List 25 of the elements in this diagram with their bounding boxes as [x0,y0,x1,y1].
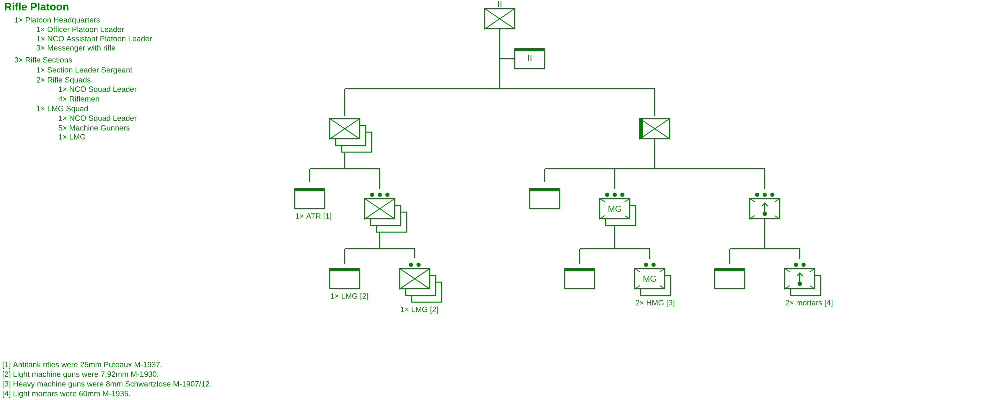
connector-line [654,88,656,117]
title: Rifle Platoon [5,2,69,11]
connector-line [580,248,650,250]
connector-line [614,168,616,190]
connector-line [730,248,800,250]
connector-line [344,248,346,265]
connector-line [764,219,766,250]
connector-line [344,152,346,170]
connector-line [500,58,515,60]
unit-symbol [714,268,746,290]
connector-line [414,248,416,259]
connector-line [544,168,766,170]
connector-line [344,248,416,250]
connector-line [654,139,656,170]
connector-line [614,226,616,250]
unit-symbol [564,268,596,290]
unit-symbol [639,118,671,140]
connector-line [344,88,346,117]
connector-line [544,168,546,182]
unit-symbol [530,188,560,210]
connector-line [344,88,656,90]
echelon-label: II [498,1,502,8]
connector-line [310,168,380,170]
connector-line [764,168,766,190]
unit-symbol [329,118,372,153]
